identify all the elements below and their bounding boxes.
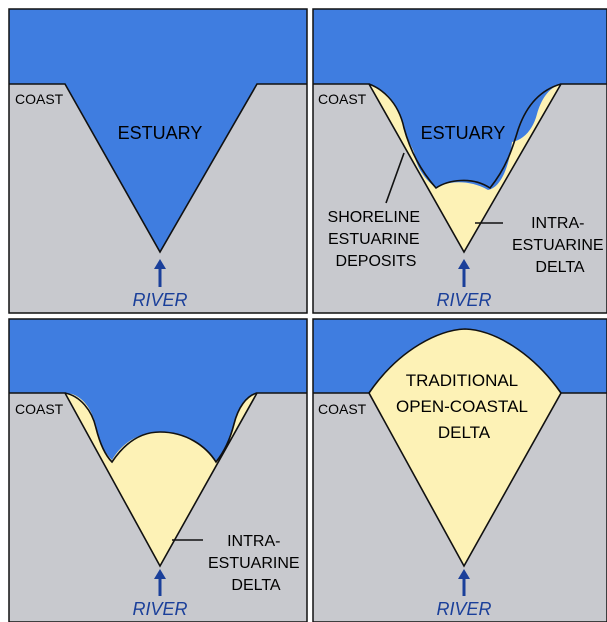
panel-estuary: COAST ESTUARY RIVER [8, 8, 308, 314]
arrow-up-icon [154, 259, 166, 287]
deposit-edge [368, 83, 562, 190]
panel-open-coastal-delta: COAST TRADITIONAL OPEN-COASTAL DELTA RIV… [312, 318, 607, 622]
panel-border [8, 318, 308, 622]
delta-label: TRADITIONAL OPEN-COASTAL DELTA [396, 371, 532, 442]
arrow-up-icon [458, 569, 470, 596]
coast-label: COAST [15, 401, 64, 417]
delta-lobe [368, 328, 562, 568]
deposit-leader [385, 152, 405, 204]
panel-border [312, 318, 607, 622]
river-label: RIVER [132, 290, 187, 310]
deposit-label: SHORELINE ESTUARINE DEPOSITS [328, 209, 425, 270]
river-label: RIVER [132, 599, 187, 619]
panel-border [8, 8, 308, 314]
water [313, 9, 607, 190]
water-label: ESTUARY [421, 123, 506, 143]
delta-label: INTRA- ESTUARINE DELTA [208, 533, 304, 594]
arrow-up-icon [458, 259, 470, 287]
coast-label: COAST [15, 91, 64, 107]
panel-shoreline-deposits: COAST ESTUARY SHORELINE ESTUARINE DEPOSI… [312, 8, 607, 314]
delta-label: INTRA- ESTUARINE DELTA [512, 215, 607, 276]
panel-intra-estuarine-delta: COAST INTRA- ESTUARINE DELTA RIVER [8, 318, 308, 622]
water-label: ESTUARY [118, 123, 203, 143]
panel-border [312, 8, 607, 314]
river-label: RIVER [436, 290, 491, 310]
water [9, 9, 307, 252]
shoreline [313, 83, 607, 254]
delta-edge [64, 392, 258, 464]
coast-label: COAST [318, 91, 367, 107]
arrow-up-icon [154, 569, 166, 596]
river-label: RIVER [436, 599, 491, 619]
shoreline [9, 83, 307, 254]
coast-label: COAST [318, 401, 367, 417]
shoreline [9, 392, 307, 568]
water [9, 319, 307, 462]
